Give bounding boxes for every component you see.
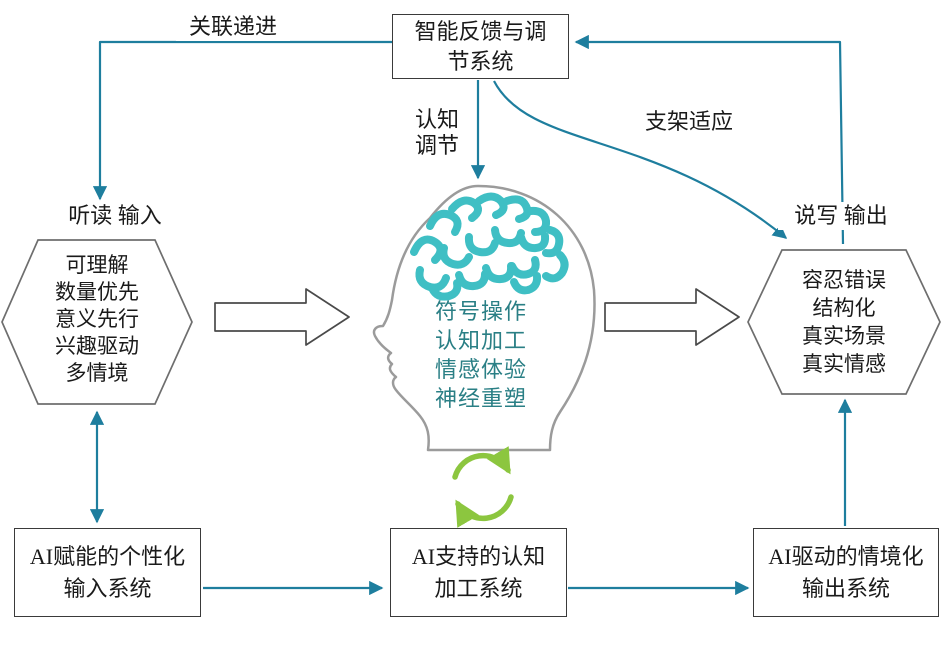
ai-output-system-line1: AI驱动的情境化: [768, 543, 924, 569]
head-process-line: 认知加工: [434, 328, 527, 353]
ai-processing-system-box: AI支持的认知 加工系统: [390, 528, 567, 617]
cognitive-regulation-line2: 调节: [414, 133, 459, 158]
ai-input-system-line2: 输入系统: [63, 575, 152, 601]
ai-input-system-box: AI赋能的个性化 输入系统: [14, 528, 201, 617]
input-hexagon-text: 可理解 数量优先 意义先行 兴趣驱动 多情境: [12, 252, 182, 387]
association-progression-label: 关联递进: [176, 13, 290, 41]
head-process-text: 符号操作 认知加工 情感体验 神经重塑: [388, 297, 574, 413]
cognitive-regulation-label: 认知 调节: [408, 106, 466, 160]
connector-arrows: [89, 34, 853, 596]
block-arrow-left: [214, 288, 350, 346]
hexagon-line: 真实情感: [802, 352, 886, 376]
head-process-line: 符号操作: [434, 299, 527, 324]
hexagon-line: 结构化: [812, 296, 876, 320]
ai-output-system-line2: 输出系统: [801, 575, 890, 601]
ai-input-system-line1: AI赋能的个性化: [29, 543, 186, 569]
hexagons: [1, 239, 941, 405]
input-hexagon-shape: [1, 239, 193, 405]
feedback-system-line1: 智能反馈与调: [414, 18, 547, 44]
head-process-line: 神经重塑: [434, 386, 527, 411]
scaffold-adaptation-label: 支架适应: [632, 108, 746, 136]
brain-icon: [410, 192, 569, 301]
ai-processing-system-line2: 加工系统: [434, 575, 523, 601]
feedback-system-box: 智能反馈与调 节系统: [392, 14, 569, 79]
cognitive-regulation-line1: 认知: [414, 107, 459, 132]
hexagon-line: 真实场景: [802, 324, 886, 348]
hexagon-line: 意义先行: [55, 307, 139, 331]
output-hexagon-shape: [747, 249, 941, 395]
arrow-feedback-to-input: [92, 40, 392, 201]
ai-processing-system-line1: AI支持的认知: [411, 543, 546, 569]
ai-output-system-box: AI驱动的情境化 输出系统: [753, 528, 939, 617]
block-arrow-right: [604, 288, 740, 346]
head-outline: [372, 184, 596, 452]
hexagon-line: 可理解: [65, 253, 129, 277]
block-arrows: [214, 288, 740, 346]
speak-write-output-label: 说写 输出: [778, 202, 904, 230]
hexagon-line: 兴趣驱动: [55, 334, 139, 358]
hexagon-line: 多情境: [65, 361, 129, 385]
scaffold-adaptation-curve: [493, 80, 788, 239]
head-process-line: 情感体验: [434, 357, 527, 382]
output-hexagon-text: 容忍错误 结构化 真实场景 真实情感: [760, 266, 928, 378]
feedback-system-line2: 节系统: [447, 48, 514, 74]
recycle-icon: [452, 446, 514, 528]
hexagon-line: 数量优先: [55, 280, 139, 304]
hexagon-line: 容忍错误: [802, 268, 886, 292]
listen-read-input-label: 听读 输入: [52, 202, 178, 230]
arrow-output-to-feedback: [574, 34, 845, 245]
